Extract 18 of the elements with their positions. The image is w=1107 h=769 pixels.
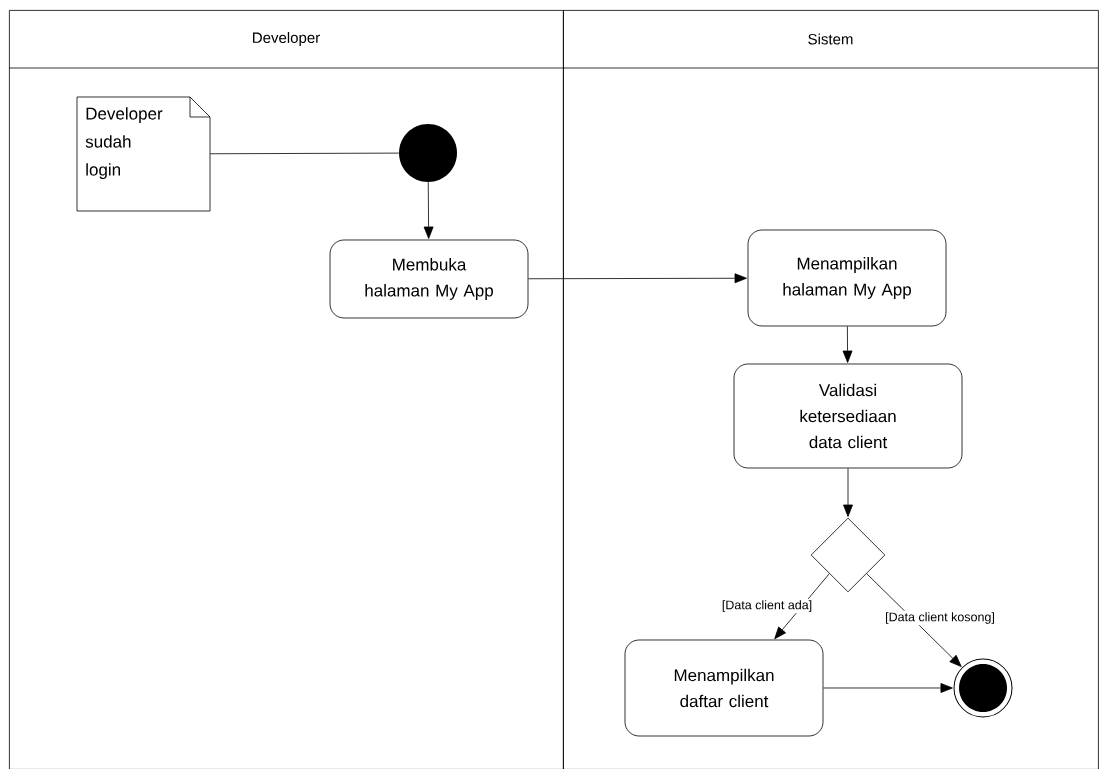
initial-node	[399, 124, 457, 182]
action-box: Membuka halaman My App	[329, 239, 529, 319]
connector-line	[209, 152, 400, 155]
arrow	[423, 181, 434, 239]
arrow	[843, 468, 853, 517]
decision-diamond	[810, 517, 886, 593]
action-box: Validasi ketersediaan data client	[733, 363, 963, 469]
arrow	[823, 683, 953, 693]
action-box: Menampilkan halaman My App	[747, 229, 947, 327]
edge-label: [Data client kosong]	[883, 610, 997, 626]
action-box: Menampilkan daftar client	[624, 639, 824, 737]
arrow	[774, 573, 830, 640]
arrow	[842, 326, 853, 363]
note: Developer sudah login	[76, 96, 211, 212]
arrow	[866, 573, 962, 667]
edge-label: [Data client ada]	[720, 598, 814, 614]
arrow	[528, 273, 747, 284]
final-node	[953, 658, 1013, 718]
